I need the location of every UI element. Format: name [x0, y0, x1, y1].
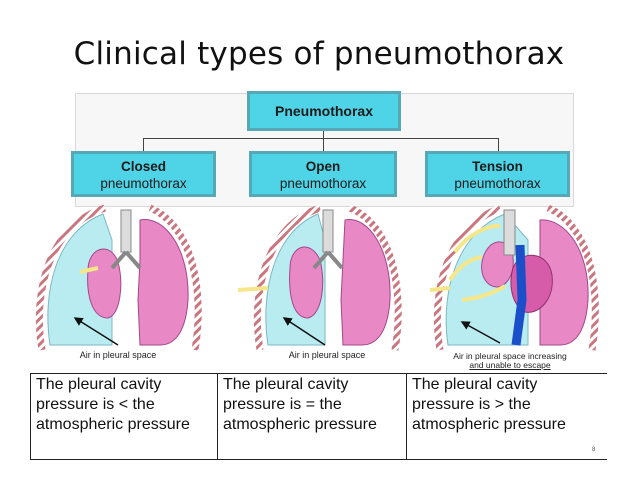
pneumothorax-box: Pneumothorax: [247, 91, 401, 131]
tension-sublabel: pneumothorax: [454, 176, 541, 191]
open-right-lung: [340, 219, 391, 346]
tension-label: Tension: [472, 159, 523, 174]
pressure-table: The pleural cavity pressure is < the atm…: [30, 373, 607, 460]
closed-pressure-cell: The pleural cavity pressure is < the atm…: [36, 376, 190, 433]
open-collapsed-lung: [289, 246, 324, 319]
tension-pressure-cell: The pleural cavity pressure is > the atm…: [412, 376, 566, 433]
table-divider-1: [217, 373, 218, 460]
connector-root-down: [323, 131, 324, 139]
open-pointer-arrow: [282, 317, 326, 346]
connector-horizontal: [143, 138, 498, 139]
tension-vena-cava: [511, 244, 527, 346]
closed-label: Closed: [120, 159, 166, 174]
tension-lung-figure: [429, 204, 599, 351]
closed-air-arrow: [79, 266, 99, 274]
connector-open: [323, 138, 324, 151]
tension-pointer-arrow: [460, 321, 501, 344]
connector-closed: [143, 138, 144, 151]
slide-number: 8: [592, 447, 596, 453]
tension-air-arrow-2: [448, 255, 483, 282]
open-bronchi: [312, 250, 344, 270]
table-bottom-border: [30, 459, 607, 460]
open-sublabel: pneumothorax: [279, 176, 367, 191]
tension-caption-line1: Air in pleural space increasing: [453, 351, 567, 361]
tension-air-arrow-4: [461, 284, 507, 302]
open-caption: Air in pleural space: [288, 350, 366, 360]
closed-lung-figure: [35, 204, 202, 351]
closed-sublabel: pneumothorax: [100, 176, 187, 191]
open-ribcage: [253, 204, 402, 351]
open-label: Open: [305, 159, 341, 174]
tension-right-lung: [539, 219, 589, 346]
tension-air-arrow-1: [453, 223, 501, 254]
open-pressure-cell: The pleural cavity pressure is = the atm…: [223, 376, 377, 433]
connector-tension: [498, 138, 499, 151]
closed-pointer-arrow: [73, 317, 119, 346]
tension-pneumothorax-box: Tension pneumothorax: [425, 151, 570, 197]
open-air-arrow: [237, 286, 269, 292]
closed-caption: Air in pleural space: [79, 350, 157, 360]
table-divider-2: [406, 373, 407, 460]
slide-title: Clinical types of pneumothorax: [73, 36, 565, 72]
tension-ribcage: [433, 204, 599, 351]
tension-trachea: [503, 209, 516, 256]
closed-bronchi: [110, 250, 142, 270]
closed-trachea: [120, 209, 132, 253]
closed-ribcage: [35, 204, 202, 351]
closed-pneumothorax-box: Closed pneumothorax: [71, 151, 216, 197]
closed-right-lung: [137, 219, 189, 346]
tension-caption-line2: and unable to escape: [469, 360, 551, 370]
table-left-border: [30, 373, 31, 460]
tension-caption: Air in pleural space increasing and unab…: [420, 352, 600, 370]
tension-air-arrow-3: [429, 286, 451, 292]
closed-collapsed-lung: [87, 248, 122, 319]
open-pneumothorax-box: Open pneumothorax: [249, 151, 397, 197]
open-trachea: [322, 209, 334, 253]
open-lung-figure: [237, 204, 402, 351]
table-top-border: [30, 373, 607, 374]
